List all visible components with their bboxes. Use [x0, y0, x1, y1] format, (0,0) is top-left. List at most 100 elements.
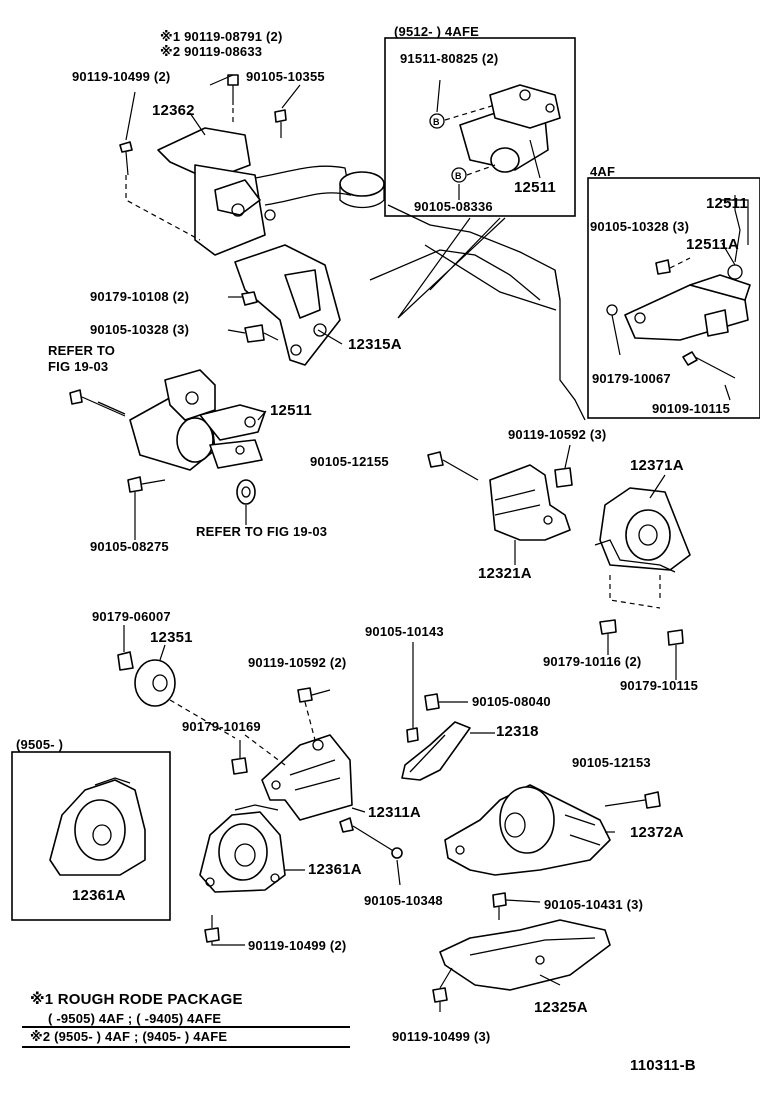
legend-divider — [22, 1026, 350, 1028]
label-12321A: 12321A — [478, 565, 532, 582]
bolt-90105-10328-left — [227, 324, 279, 343]
label-12511-4afe: 12511 — [514, 179, 556, 196]
label-12511-4af: 12511 — [706, 195, 748, 212]
label-90119-10499-bottom: 90119-10499 (2) — [248, 938, 347, 953]
inset-4afe-mount: B B — [429, 84, 561, 183]
bolt-90119-10499-top — [119, 141, 133, 176]
bolt-90105-10348 — [339, 817, 403, 886]
nut-90179-10116 — [599, 619, 617, 655]
label-refer-fig: FIG 19-03 — [48, 359, 109, 374]
label-12361A: 12361A — [308, 861, 362, 878]
label-12351: 12351 — [150, 629, 193, 646]
label-90179-10067: 90179-10067 — [592, 371, 671, 386]
bolt-90119-10592-3 — [554, 444, 573, 488]
bolt-90105-10431 — [492, 892, 541, 920]
engine-outline — [369, 204, 586, 421]
inset-title-9505: (9505- ) — [16, 737, 64, 752]
label-90105-08040: 90105-08040 — [472, 694, 551, 709]
label-90105-10355: 90105-10355 — [246, 69, 325, 84]
inset-4af-mount — [606, 264, 751, 341]
label-90119-10499-top: 90119-10499 (2) — [72, 69, 171, 84]
bolt-90119-10499-bottom — [204, 915, 245, 946]
mount-12372A — [444, 784, 611, 876]
label-refer-to-fig-19-03: REFER TO FIG 19-03 — [196, 524, 328, 539]
label-refer-to: REFER TO — [48, 343, 116, 358]
label-90119-10592-2: 90119-10592 (2) — [248, 655, 347, 670]
bracket-12315A — [234, 244, 341, 366]
label-90179-10169: 90179-10169 — [182, 719, 261, 734]
label-12372A: 12372A — [630, 824, 684, 841]
label-90119-10499-3: 90119-10499 (3) — [392, 1029, 491, 1044]
long-bolt-refer-fig — [69, 389, 126, 417]
bolt-90119-10499-3 — [432, 967, 453, 1012]
label-90119-08791: ※1 90119-08791 (2) — [160, 29, 283, 44]
legend-line-1: ※1 ROUGH RODE PACKAGE — [30, 991, 243, 1008]
label-90179-06007: 90179-06007 — [92, 609, 171, 624]
label-90105-12155: 90105-12155 — [310, 454, 389, 469]
bracket-12311A — [261, 734, 353, 821]
bolt-90105-12153 — [604, 791, 661, 809]
inset-leader-lines — [397, 217, 506, 319]
label-12362: 12362 — [152, 102, 195, 119]
label-90179-10108: 90179-10108 (2) — [90, 289, 190, 304]
inset-title-4af: 4AF — [590, 164, 616, 179]
label-12511A: 12511A — [686, 236, 739, 253]
inset-box-4afe — [384, 37, 576, 217]
diagram-id: 110311-B — [630, 1057, 696, 1074]
label-90119-10592-3: 90119-10592 (3) — [508, 427, 607, 442]
label-90105-12153: 90105-12153 — [572, 755, 651, 770]
nut-90179-10169 — [231, 757, 248, 775]
label-12361A-inset: 12361A — [72, 887, 126, 904]
label-90105-10328-left: 90105-10328 (3) — [90, 322, 190, 337]
bolt-90119-08791 — [227, 74, 239, 105]
mount-12361A-inset — [49, 777, 146, 876]
legend-bottom-rule — [22, 1046, 350, 1048]
bolt-90109-10115 — [682, 351, 736, 379]
inset-title-4afe: (9512- ) 4AFE — [394, 24, 479, 39]
label-12311A: 12311A — [368, 804, 421, 821]
bushing-refer — [236, 479, 256, 505]
label-12318: 12318 — [496, 723, 539, 740]
label-90105-10328-4af: 90105-10328 (3) — [590, 219, 690, 234]
inset-box-4af — [587, 177, 760, 419]
label-90105-10143: 90105-10143 — [365, 624, 444, 639]
label-90105-08336: 90105-08336 — [414, 199, 493, 214]
dash-bolt-12362 — [125, 175, 201, 241]
bushing-12351 — [117, 651, 176, 707]
label-90179-10116: 90179-10116 (2) — [543, 654, 642, 669]
bolt-90105-12155 — [427, 451, 479, 481]
svg-text:B: B — [455, 171, 462, 181]
bolt-90119-10592-2 — [297, 687, 331, 703]
bracket-12362 — [157, 127, 385, 256]
label-90105-08275: 90105-08275 — [90, 539, 169, 554]
svg-text:B: B — [433, 117, 440, 127]
nut-90179-10108 — [228, 291, 258, 306]
label-90105-10431: 90105-10431 (3) — [544, 897, 644, 912]
mount-12511-left — [129, 369, 266, 471]
label-90105-10348: 90105-10348 — [364, 893, 443, 908]
mount-12371A — [594, 487, 691, 573]
label-90119-08633: ※2 90119-08633 — [160, 44, 263, 59]
legend-line-3: ※2 (9505- ) 4AF ; (9405- ) 4AFE — [30, 1029, 228, 1044]
legend-line-2: ( -9505) 4AF ; ( -9405) 4AFE — [48, 1011, 222, 1026]
label-12511-left: 12511 — [270, 402, 312, 419]
label-12325A: 12325A — [534, 999, 588, 1016]
inset-box-9505 — [11, 751, 171, 921]
bolt-90105-08040 — [424, 693, 468, 711]
label-90109-10115: 90109-10115 — [652, 401, 731, 416]
label-90179-10115: 90179-10115 — [620, 678, 699, 693]
label-91511-80825: 91511-80825 (2) — [400, 51, 499, 66]
bolt-90105-10328-4af — [655, 257, 691, 275]
label-12315A: 12315A — [348, 336, 402, 353]
mount-12361A — [199, 804, 286, 893]
label-12371A: 12371A — [630, 457, 684, 474]
bolt-90105-10355 — [274, 109, 287, 138]
bolt-90105-10143 — [406, 642, 419, 743]
plate-12325A — [439, 919, 611, 991]
bolt-90105-08275 — [127, 476, 166, 493]
nut-90179-10115 — [667, 629, 684, 680]
stay-12318 — [401, 721, 471, 781]
bracket-12321A — [489, 464, 571, 541]
